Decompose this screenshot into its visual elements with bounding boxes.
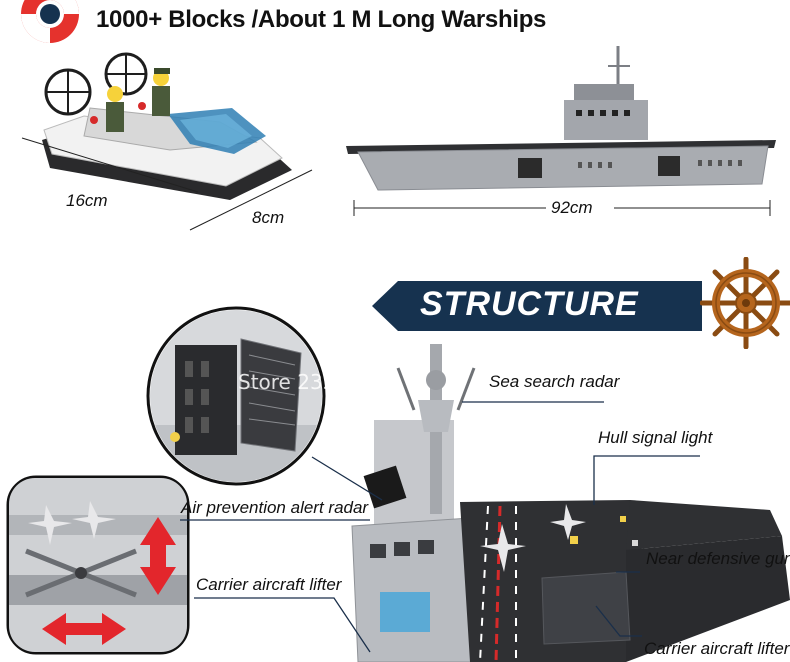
structure-banner <box>372 281 702 331</box>
carrier-length-label: 92cm <box>551 198 593 217</box>
callout-carrier-aircraft-lifter-right: Carrier aircraft lifter <box>644 639 790 658</box>
callout-carrier-aircraft-lifter-left: Carrier aircraft lifter <box>196 575 342 594</box>
hovercraft-dimension-lines <box>21 137 313 231</box>
callout-air-prevention-alert-radar: Air prevention alert radar <box>181 498 369 517</box>
callout-hull-signal-light: Hull signal light <box>598 428 713 447</box>
headline: 1000+ Blocks /About 1 M Long Warships <box>96 6 547 33</box>
store-watermark: Store 2358043 <box>238 370 387 394</box>
structure-title: STRUCTURE <box>420 285 639 323</box>
carrier-dimension-line <box>353 200 771 216</box>
hovercraft-length-label: 16cm <box>66 191 108 210</box>
aircraft-carrier-side-image <box>346 46 776 191</box>
carrier-closeup-image <box>351 344 790 662</box>
ship-wheel-icon <box>700 257 790 349</box>
hovercraft-width-label: 8cm <box>252 208 285 227</box>
radar-detail-inset <box>146 306 326 486</box>
hovercraft-image <box>42 52 292 200</box>
lifebuoy-icon <box>21 0 79 43</box>
callout-near-defensive-gun: Near defensive gun <box>646 549 790 568</box>
callout-sea-search-radar: Sea search radar <box>489 372 620 391</box>
lifter-detail-inset <box>6 475 190 655</box>
